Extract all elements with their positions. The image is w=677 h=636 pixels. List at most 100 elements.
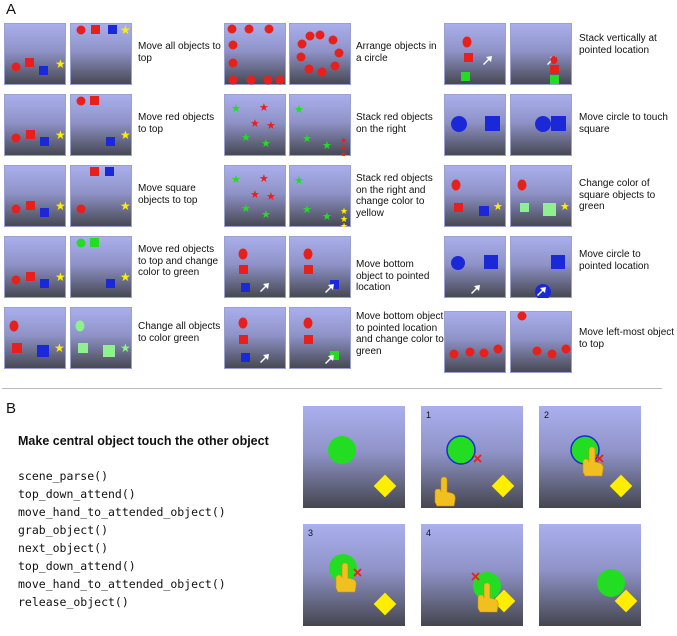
task-caption: Stack vertically at pointed location	[579, 33, 657, 56]
svg-text:★: ★	[302, 204, 312, 216]
task-2-after: ★	[70, 94, 132, 156]
demo-frame-3: 3	[303, 524, 405, 626]
task-2-before: ★	[4, 94, 66, 156]
task-caption: Move square objects to top	[138, 183, 198, 206]
svg-text:★: ★	[340, 206, 348, 216]
demo-frame-1: 1	[421, 406, 523, 508]
svg-text:★: ★	[120, 341, 131, 355]
task-3-before: ★	[4, 165, 66, 227]
svg-text:★: ★	[120, 128, 131, 142]
svg-text:★: ★	[120, 270, 131, 284]
task-7-after: ★★★★★★	[289, 94, 351, 156]
task-caption: Change all objects to color green	[138, 321, 221, 344]
program-line: top_down_attend()	[18, 487, 136, 501]
task-10-before	[224, 307, 286, 369]
task-caption: Move bottom object to pointed location a…	[356, 311, 444, 357]
svg-text:★: ★	[261, 209, 271, 221]
program-line: next_object()	[18, 541, 109, 555]
svg-text:★: ★	[259, 102, 269, 114]
svg-text:★: ★	[560, 201, 570, 213]
task-13-before: ★	[444, 165, 506, 227]
hand-cursor-icon	[477, 582, 499, 613]
svg-text:★: ★	[266, 120, 276, 132]
task-9-before	[224, 236, 286, 298]
task-1-after: ★	[70, 23, 132, 85]
task-caption: Move red objects to top	[138, 112, 215, 135]
task-8-after: ★★★★★★	[289, 165, 351, 227]
svg-text:★: ★	[120, 23, 131, 37]
demo-title: Make central object touch the other obje…	[18, 434, 269, 448]
frame-number: 3	[308, 528, 314, 538]
svg-text:★: ★	[294, 104, 304, 116]
task-1-before: ★	[4, 23, 66, 85]
task-4-before: ★	[4, 236, 66, 298]
svg-text:★: ★	[55, 128, 66, 142]
task-12-after	[510, 94, 572, 156]
hand-cursor-icon	[582, 446, 604, 477]
task-caption: Move all objects to top	[138, 41, 221, 64]
program-line: release_object()	[18, 595, 129, 609]
task-14-before	[444, 236, 506, 298]
task-caption: Move red objects to top and change color…	[138, 244, 219, 278]
task-caption: Move bottom object to pointed location	[356, 259, 430, 293]
task-3-after: ★	[70, 165, 132, 227]
task-6-before	[224, 23, 286, 85]
program-line: move_hand_to_attended_object()	[18, 505, 226, 519]
svg-text:★: ★	[340, 221, 348, 227]
demo-frame-initial	[303, 406, 405, 508]
demo-frame-2: 2	[539, 406, 641, 508]
task-13-after: ★	[510, 165, 572, 227]
task-caption: Move circle to touch square	[579, 112, 668, 135]
task-caption: Move circle to pointed location	[579, 249, 650, 272]
frame-number: 1	[426, 410, 432, 420]
svg-text:★: ★	[120, 199, 131, 213]
hand-cursor-icon	[434, 476, 456, 507]
svg-text:★: ★	[241, 132, 251, 144]
task-5-before: ★	[4, 307, 66, 369]
frame-number: 2	[544, 410, 550, 420]
svg-text:★: ★	[340, 143, 347, 152]
hand-cursor-icon	[335, 562, 357, 593]
svg-text:★: ★	[54, 341, 65, 355]
svg-text:★: ★	[241, 203, 251, 215]
task-caption: Move left-most object to top	[579, 327, 675, 350]
svg-text:★: ★	[340, 214, 348, 224]
svg-text:★: ★	[340, 150, 347, 156]
task-12-before	[444, 94, 506, 156]
task-caption: Change color of square objects to green	[579, 178, 656, 212]
task-caption: Stack red objects on the right and chang…	[356, 173, 433, 219]
svg-text:★: ★	[250, 118, 260, 130]
task-15-after	[510, 311, 572, 373]
task-15-before	[444, 311, 506, 373]
svg-text:★: ★	[261, 138, 271, 150]
svg-text:★: ★	[55, 57, 66, 71]
program-line: scene_parse()	[18, 469, 109, 483]
section-b-label: B	[6, 400, 17, 417]
svg-text:★: ★	[250, 189, 260, 201]
task-caption: Stack red objects on the right	[356, 112, 433, 135]
task-14-after	[510, 236, 572, 298]
task-11-before	[444, 23, 506, 85]
svg-text:★: ★	[340, 136, 347, 145]
demo-frame-final	[539, 524, 641, 626]
task-4-after: ★	[70, 236, 132, 298]
svg-text:★: ★	[302, 133, 312, 145]
svg-text:★: ★	[259, 173, 269, 185]
task-5-after: ★	[70, 307, 132, 369]
svg-text:★: ★	[231, 174, 241, 186]
svg-text:★: ★	[55, 270, 66, 284]
section-divider	[2, 388, 662, 389]
svg-text:★: ★	[322, 211, 332, 223]
task-8-before: ★★★★★★	[224, 165, 286, 227]
task-11-after	[510, 23, 572, 85]
program-line: grab_object()	[18, 523, 109, 537]
section-a-label: A	[6, 1, 17, 18]
frame-number: 4	[426, 528, 432, 538]
svg-text:★: ★	[294, 175, 304, 187]
svg-text:★: ★	[266, 191, 276, 203]
program-line: top_down_attend()	[18, 559, 136, 573]
demo-frame-4: 4	[421, 524, 523, 626]
svg-text:★: ★	[55, 199, 66, 213]
svg-text:★: ★	[493, 201, 503, 213]
task-6-after	[289, 23, 351, 85]
